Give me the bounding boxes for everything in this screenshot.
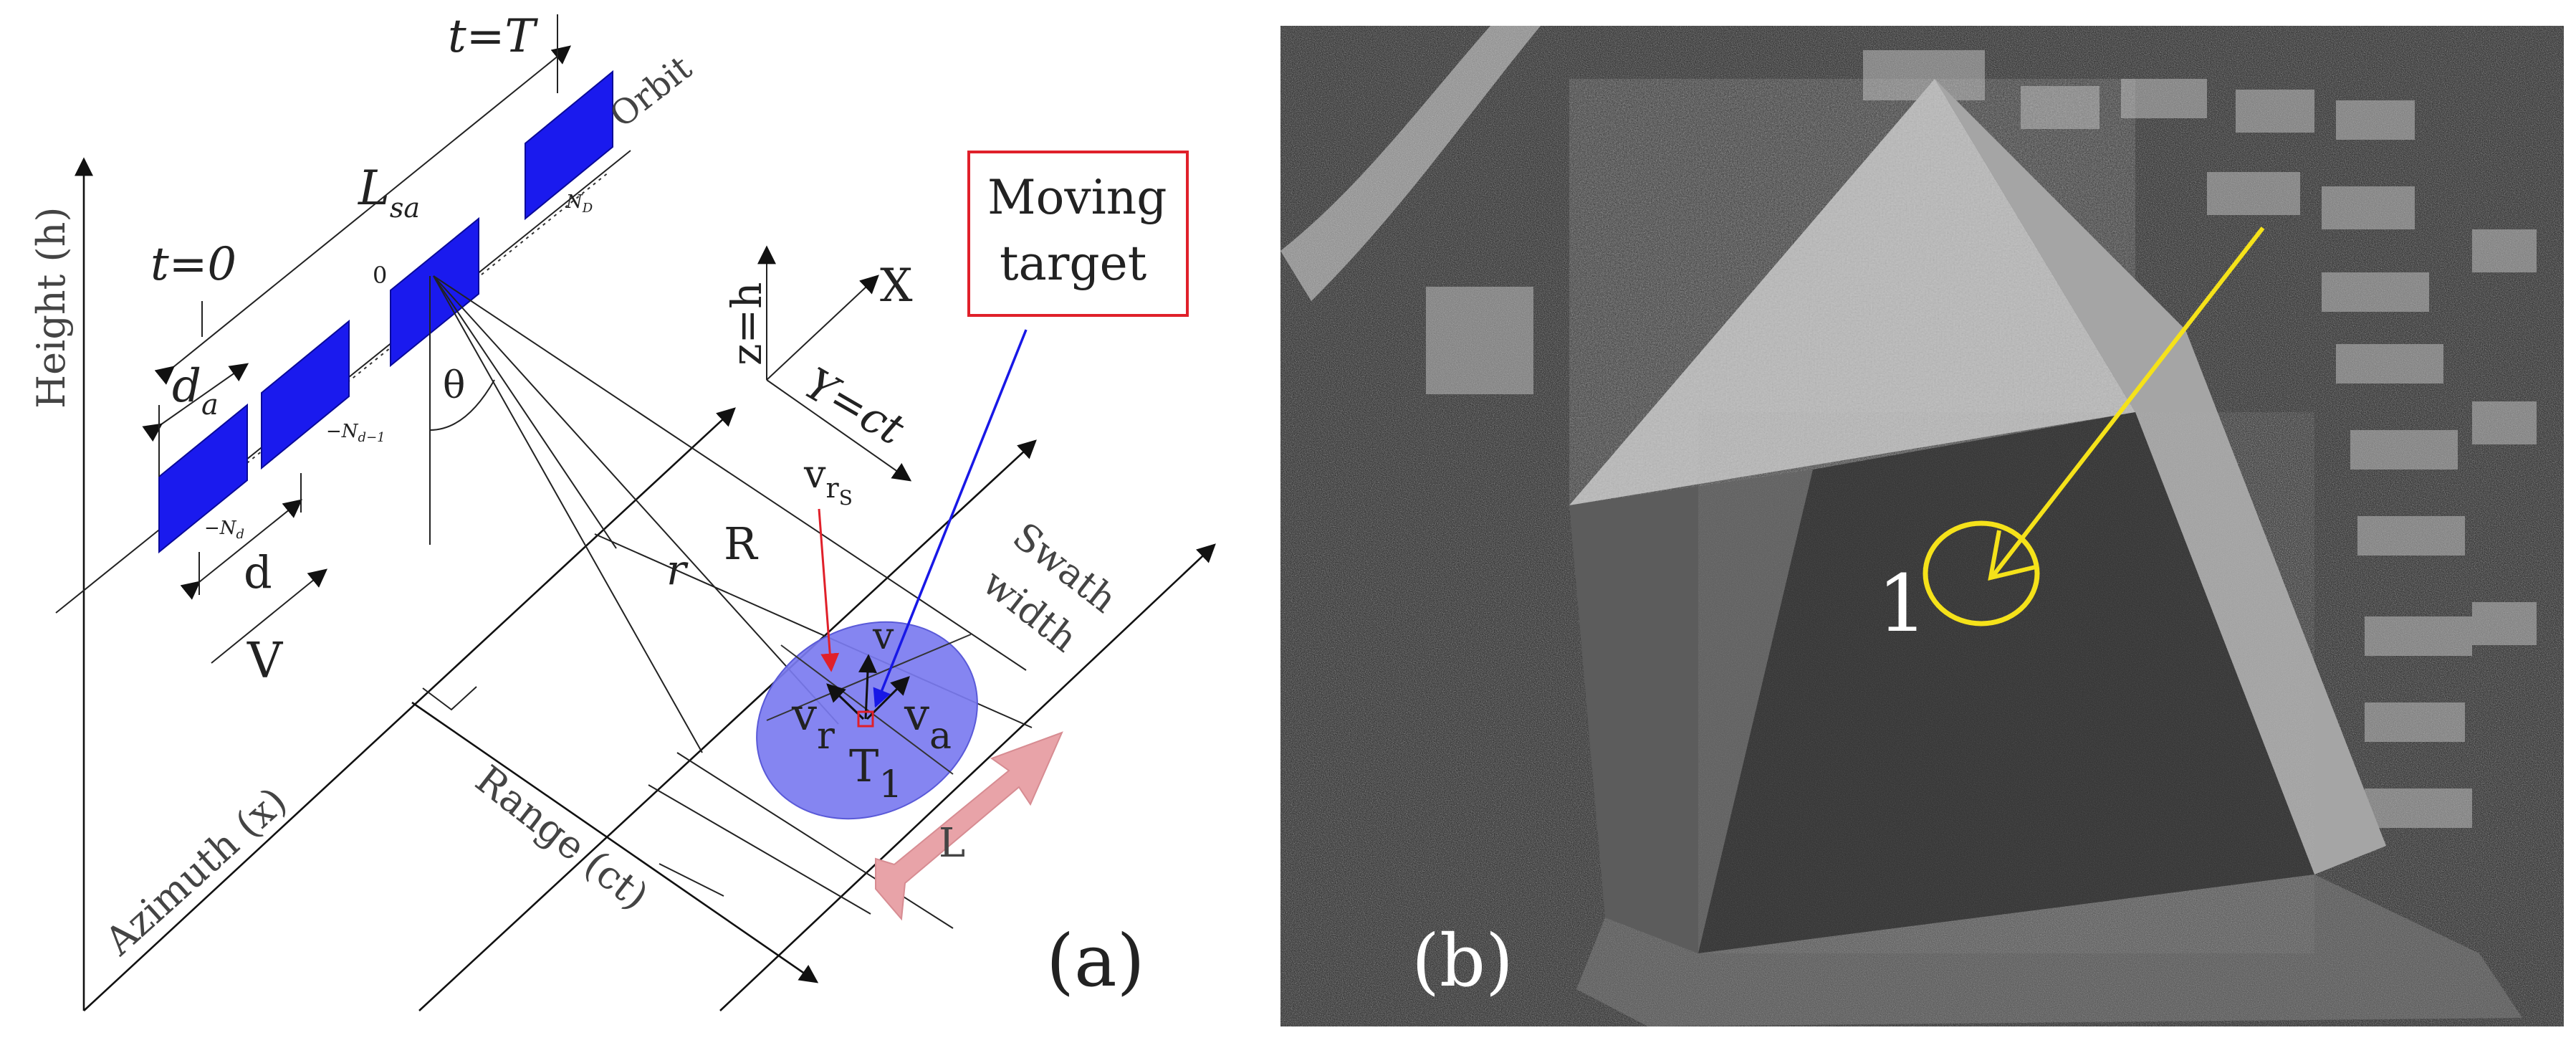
ellipse-cross-a [766,634,972,721]
yellow-pointer-line [1990,227,2265,578]
callout-pointer-arrow [873,329,1028,708]
antenna-panel-neg-nd-minus-1 [261,319,350,470]
sar-surrounding-structures [1426,50,2537,828]
R-label: R [724,518,759,570]
pyramid-base-band [1576,875,2522,1026]
vrs-sub: r [826,472,840,504]
nd-top-sub: D [582,201,593,216]
nd-neg-sub: d [236,527,245,542]
beam-line-far [433,275,1027,671]
right-angle-mark [422,686,477,711]
t-end-label: t=T [448,10,538,63]
panel-a-diagram: Height (h) [29,10,1216,1011]
pyramid-left-face [1569,470,1813,953]
length-double-arrow [875,731,1063,921]
pyramid-upper-face-texture [1569,79,2135,505]
nd-top-label: ND [565,191,593,216]
v-small-label: v [872,615,894,658]
da-sub: a [201,389,219,421]
orbit-label: Orbit [603,48,699,136]
target-t1-marker [857,710,874,728]
vrs-red-arrow [818,508,840,672]
coord-x-axis [766,275,879,381]
t1-sub: 1 [878,763,902,806]
ground-cross-line-2 [648,784,871,915]
ground-cross-line-3 [659,863,724,897]
ground-cross-line-4 [676,752,954,929]
lsa-main: L [358,161,390,216]
beam-line-inner [433,275,617,549]
azimuth-axis-label: Azimuth (x) [96,778,295,965]
va-sub: a [929,715,952,758]
beam-line-mid [433,275,839,725]
t1-main: T [849,740,878,792]
vector-va [866,676,910,720]
coord-z-label: z=h [722,282,771,366]
lsa-sub: sa [390,192,420,224]
nd-minus-1-label: −Nd−1 [326,421,386,445]
da-dimension-arrow [142,363,249,442]
t1-label: T1 [849,740,902,806]
d-label: d [244,546,272,599]
nd-minus-1-sub: d−1 [358,430,386,445]
ground-line-3 [719,543,1216,1011]
nd-minus-1-main: −N [326,421,359,442]
theta-arc [429,379,495,431]
coord-y-axis [766,379,912,482]
panel-b-label: (b) [1412,919,1513,1003]
moving-target-callout-box [967,151,1189,317]
coord-x-label: X [880,259,913,313]
va-main: v [904,688,929,740]
t-start-label: t=0 [150,238,236,291]
antenna-panel-zero [390,216,479,368]
vrs-label: vrS [803,452,853,510]
vr-label: vr [791,688,835,758]
v-label: V [246,633,284,690]
lsa-label: Lsa [358,161,420,224]
vrs-subsub: S [839,486,853,510]
d-dimension-arrow [180,499,303,600]
velocity-arrow [211,568,328,664]
marker-number-label: 1 [1877,558,1928,649]
L-label: L [939,820,965,867]
da-label: da [172,360,219,421]
sar-road-band [1280,26,1541,301]
callout-line-1: Moving [987,170,1167,225]
ground-line-2 [418,439,1037,1011]
vr-main: v [791,688,817,740]
va-label: va [904,688,952,758]
yellow-target-circle [1923,520,2040,626]
nd-top-main: N [565,191,583,213]
panel-a-label: (a) [1046,919,1145,1003]
vr-sub: r [817,715,835,758]
pyramid-dark-face-texture [1698,412,2314,953]
antenna-panel-nd [525,70,613,221]
beam-footprint-ellipse [756,621,978,820]
vrs-main: v [803,452,826,497]
height-axis-label: Height (h) [29,207,74,409]
pyramid-right-face [1935,79,2386,875]
zero-label: 0 [373,262,387,289]
range-axis [411,701,819,983]
vector-v [858,654,877,720]
theta-label: θ [443,364,465,407]
antenna-panels [158,70,613,554]
azimuth-axis [83,407,736,1011]
yellow-arrow-head [1988,530,2039,581]
range-axis-label: Range (ct) [467,757,657,919]
da-main: d [172,360,201,413]
lsa-dimension-arrow [154,45,572,385]
r-label: r [666,545,689,594]
beam-line-near [433,275,703,753]
panel-b-sar-image: 1 (b) [1280,26,2564,1026]
nd-neg-label: −Nd [204,518,244,542]
nd-neg-main: −N [204,518,237,539]
callout-line-2: target [1000,236,1146,291]
